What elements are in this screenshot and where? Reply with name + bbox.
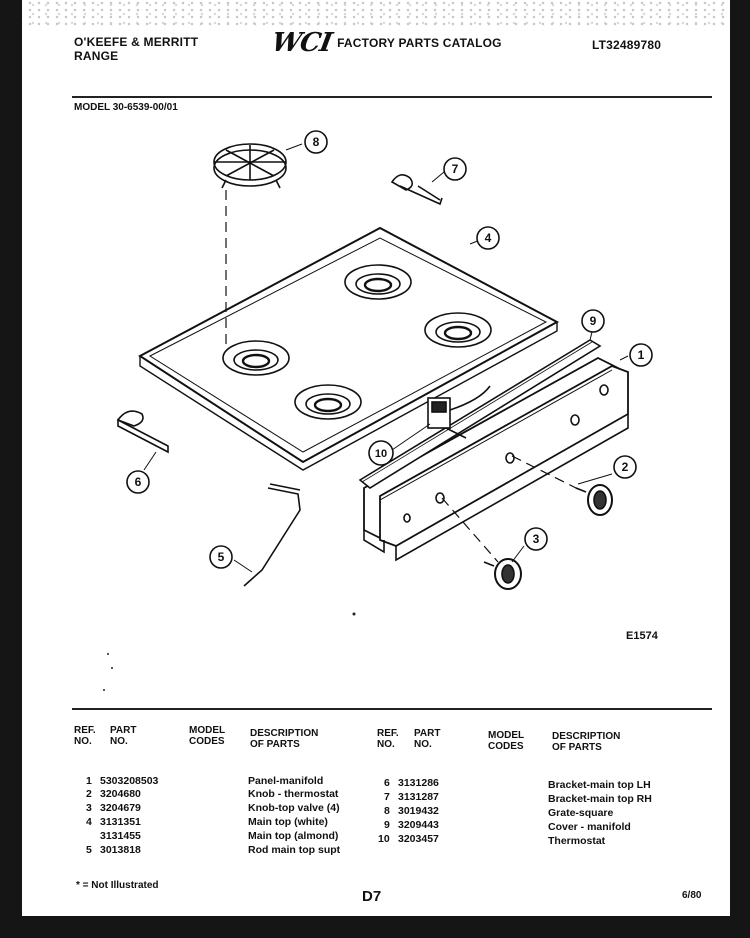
brand-block: O'KEEFE & MERRITT RANGE <box>74 35 198 63</box>
thermostat-drawing <box>427 385 491 439</box>
catalog-page: O'KEEFE & MERRITT RANGE WCI FACTORY PART… <box>44 18 724 908</box>
bracket-lh-drawing <box>116 410 169 454</box>
callout-10: 10 <box>368 440 394 466</box>
main-top-drawing <box>138 226 560 471</box>
product-type: RANGE <box>74 49 119 63</box>
callout-4: 4 <box>476 226 500 250</box>
callout-9: 9 <box>581 309 605 333</box>
bracket-rh-drawing <box>390 174 443 206</box>
scan-noise <box>0 0 750 30</box>
brand-name: O'KEEFE & MERRITT <box>74 35 199 49</box>
table-top-rule <box>72 708 712 710</box>
header-ref-no-right: REF.NO. <box>377 728 399 750</box>
svg-text:10: 10 <box>375 448 387 460</box>
header-rule <box>72 96 712 98</box>
callout-5: 5 <box>209 545 233 569</box>
svg-text:1: 1 <box>638 348 645 362</box>
catalog-title: FACTORY PARTS CATALOG <box>337 36 502 50</box>
callout-7: 7 <box>443 157 467 181</box>
knob-thermostat-drawing <box>575 484 613 516</box>
header-ref-no: REF.NO. <box>74 725 96 747</box>
figure-code: E1574 <box>626 630 658 642</box>
callout-8: 8 <box>304 130 328 154</box>
callout-circles: 1 2 3 4 5 6 7 8 9 10 <box>126 130 653 569</box>
svg-text:3: 3 <box>533 532 540 546</box>
parts-diagram: 1 2 3 4 5 6 7 8 9 10 <box>103 130 653 691</box>
svg-text:9: 9 <box>590 314 597 328</box>
callout-2: 2 <box>613 455 637 479</box>
svg-text:4: 4 <box>485 231 492 245</box>
model-number: MODEL 30-6539-00/01 <box>74 102 178 113</box>
callout-3: 3 <box>524 527 548 551</box>
burner-drawing <box>222 264 492 420</box>
manifold-panel-drawing <box>358 339 629 562</box>
knob-valve-drawing <box>483 558 522 590</box>
catalog-title-block: WCI FACTORY PARTS CATALOG <box>269 28 502 58</box>
print-date: 6/80 <box>682 890 702 901</box>
svg-text:2: 2 <box>622 460 629 474</box>
svg-text:5: 5 <box>218 550 225 564</box>
svg-text:8: 8 <box>313 135 320 149</box>
svg-text:6: 6 <box>135 475 142 489</box>
grate-drawing <box>213 143 287 189</box>
scan-specks <box>103 612 356 691</box>
svg-text:7: 7 <box>452 162 459 176</box>
rod-drawing <box>243 483 301 587</box>
catalog-code: LT32489780 <box>592 38 662 52</box>
callout-6: 6 <box>126 470 150 494</box>
callout-1: 1 <box>629 343 653 367</box>
not-illustrated-note: * = Not Illustrated <box>76 880 159 891</box>
page-number: D7 <box>362 888 382 905</box>
